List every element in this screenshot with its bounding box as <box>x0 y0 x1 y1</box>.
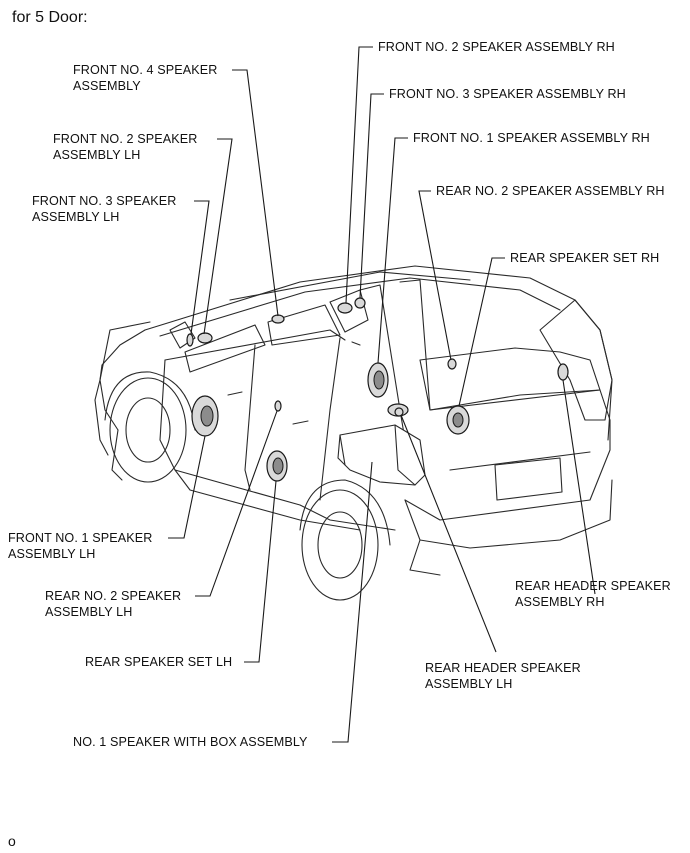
label-line: FRONT NO. 3 SPEAKER <box>32 194 177 208</box>
page-heading: for 5 Door: <box>12 9 88 26</box>
leader-front-no1-rh <box>377 137 408 364</box>
speaker-rear-lh <box>266 450 288 482</box>
speaker-front-no2-rh <box>337 302 353 314</box>
leader-rear-header-lh <box>400 414 497 653</box>
speaker-rear-rh <box>446 405 470 435</box>
leader-rear-no2-rh <box>418 190 452 361</box>
label-line: FRONT NO. 4 SPEAKER <box>73 63 218 77</box>
label-rear-header-speaker-lh: REAR HEADER SPEAKER ASSEMBLY LH <box>425 660 581 692</box>
speaker-front-no1-rh <box>367 362 389 398</box>
label-line: REAR HEADER SPEAKER <box>425 661 581 675</box>
speaker-front-no3-lh <box>186 333 194 347</box>
label-line: ASSEMBLY LH <box>32 210 120 224</box>
label-front-no3-speaker-rh: FRONT NO. 3 SPEAKER ASSEMBLY RH <box>389 87 626 101</box>
leader-front-no3-lh <box>190 200 210 335</box>
leader-front-no2-rh <box>345 46 373 304</box>
label-line: FRONT NO. 1 SPEAKER <box>8 531 153 545</box>
speaker-rear-no2-lh <box>274 400 282 412</box>
speaker-box <box>337 403 426 486</box>
leader-front-no3-rh <box>359 93 384 299</box>
label-no1-speaker-with-box: NO. 1 SPEAKER WITH BOX ASSEMBLY <box>73 735 308 749</box>
label-line: ASSEMBLY <box>73 79 141 93</box>
label-line: ASSEMBLY RH <box>515 595 605 609</box>
speaker-rear-header-lh <box>394 407 404 417</box>
speaker-front-no4 <box>271 314 285 324</box>
leader-no1-box <box>332 461 373 743</box>
speaker-rear-no2-rh <box>447 358 457 370</box>
speaker-front-no1-lh <box>191 395 219 437</box>
label-rear-no2-speaker-rh: REAR NO. 2 SPEAKER ASSEMBLY RH <box>436 184 665 198</box>
leader-rear-set-rh <box>458 257 505 407</box>
vehicle-outline <box>94 265 613 601</box>
label-line: FRONT NO. 2 SPEAKER <box>53 132 198 146</box>
label-line: ASSEMBLY LH <box>8 547 96 561</box>
label-rear-speaker-set-rh: REAR SPEAKER SET RH <box>510 251 660 265</box>
label-front-no4-speaker: FRONT NO. 4 SPEAKER ASSEMBLY <box>73 62 217 94</box>
leader-front-no4 <box>232 69 279 317</box>
label-front-no2-speaker-lh: FRONT NO. 2 SPEAKER ASSEMBLY LH <box>53 131 197 163</box>
leader-front-no1-lh <box>168 435 206 539</box>
leader-lines <box>168 46 596 743</box>
label-rear-no2-speaker-lh: REAR NO. 2 SPEAKER ASSEMBLY LH <box>45 588 181 620</box>
label-rear-header-speaker-rh: REAR HEADER SPEAKER ASSEMBLY RH <box>515 578 671 610</box>
label-front-no3-speaker-lh: FRONT NO. 3 SPEAKER ASSEMBLY LH <box>32 193 176 225</box>
leader-rear-set-lh <box>244 480 277 663</box>
leader-front-no2-lh <box>203 138 233 335</box>
leader-rear-no2-lh <box>195 410 278 597</box>
label-line: ASSEMBLY LH <box>45 605 133 619</box>
speaker-front-no2-lh <box>197 332 213 344</box>
speaker-front-no3-rh <box>354 297 366 309</box>
label-line: REAR HEADER SPEAKER <box>515 579 671 593</box>
label-line: ASSEMBLY LH <box>53 148 141 162</box>
label-front-no1-speaker-lh: FRONT NO. 1 SPEAKER ASSEMBLY LH <box>8 530 152 562</box>
leader-rear-header-rh <box>562 379 596 595</box>
label-line: REAR NO. 2 SPEAKER <box>45 589 182 603</box>
label-front-no2-speaker-rh: FRONT NO. 2 SPEAKER ASSEMBLY RH <box>378 40 615 54</box>
label-front-no1-speaker-rh: FRONT NO. 1 SPEAKER ASSEMBLY RH <box>413 131 650 145</box>
speaker-rear-header-rh <box>557 363 569 381</box>
label-line: ASSEMBLY LH <box>425 677 513 691</box>
footer-mark: o <box>8 833 16 849</box>
label-rear-speaker-set-lh: REAR SPEAKER SET LH <box>85 655 233 669</box>
